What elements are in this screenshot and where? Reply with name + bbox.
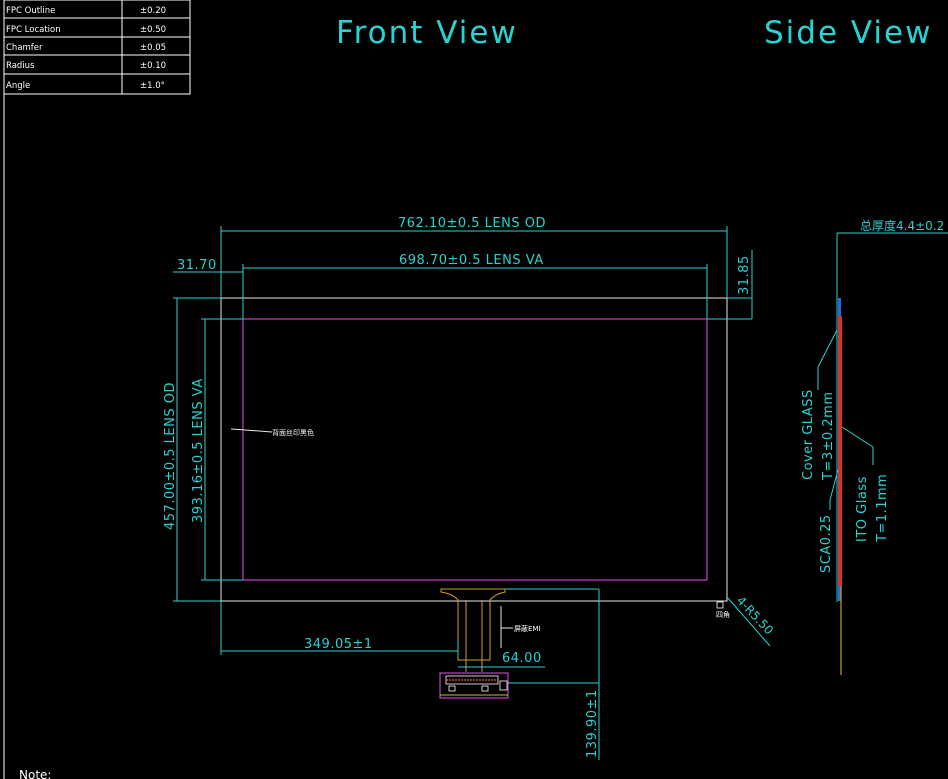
ito-glass-label: ITO Glass	[855, 476, 870, 542]
left-offset-label: 31.70	[177, 258, 217, 273]
cover-glass-thickness: T=3±0.2mm	[821, 392, 836, 482]
lens-od-outline	[220, 297, 728, 602]
side-view-title: Side View	[764, 15, 932, 51]
corner-note: 四角	[716, 610, 730, 619]
lens-od-height-label: 457.00±0.5 LENS OD	[163, 382, 178, 530]
tolerance-value: ±0.10	[140, 61, 166, 71]
tolerance-item: FPC Location	[6, 25, 61, 35]
front-view-title: Front View	[336, 15, 518, 51]
sca-layer	[838, 316, 842, 586]
corner-icon	[716, 601, 724, 609]
tolerance-item: FPC Outline	[6, 6, 55, 16]
front-view-drawing: 762.10±0.5 LENS OD 698.70±0.5 LENS VA 31…	[163, 216, 776, 760]
lens-va-width-label: 698.70±0.5 LENS VA	[399, 253, 544, 268]
lens-va-height-label: 393.16±0.5 LENS VA	[191, 378, 206, 523]
tolerance-item: Radius	[6, 61, 35, 71]
sca-label: SCA0.25	[819, 514, 834, 573]
tolerance-value: ±0.20	[140, 6, 166, 16]
tolerance-item: Chamfer	[6, 43, 43, 53]
tolerance-value: ±1.0°	[140, 81, 165, 91]
corner-radius-label: 4-R5.50	[734, 593, 776, 637]
fpc-length-label: 139.90±1	[585, 689, 600, 758]
print-color-note: 背面丝印黑色	[272, 428, 314, 437]
cover-glass-label: Cover GLASS	[801, 389, 816, 480]
tolerance-item: Angle	[6, 81, 30, 91]
emi-note: 屏蔽EMI	[514, 624, 541, 633]
top-offset-label: 31.85	[737, 255, 752, 295]
fpc-width-label: 64.00	[502, 651, 542, 666]
lens-od-width-label: 762.10±0.5 LENS OD	[398, 216, 546, 231]
tolerance-table: FPC Outline ±0.20 FPC Location ±0.50 Cha…	[3, 0, 191, 779]
side-view-drawing: 总厚度4.4±0.2 Cover GLASS T=3±0.2mm ITO Gla…	[801, 218, 948, 675]
fpc-offset-label: 349.05±1	[304, 637, 373, 652]
fpc-tail	[439, 588, 509, 699]
lens-va-outline	[242, 318, 708, 581]
footer-note: Note:	[19, 768, 51, 779]
tolerance-value: ±0.50	[140, 25, 166, 35]
ito-glass-thickness: T=1.1mm	[875, 474, 890, 543]
tolerance-value: ±0.05	[140, 43, 166, 53]
total-thickness-label: 总厚度4.4±0.2	[860, 218, 944, 233]
